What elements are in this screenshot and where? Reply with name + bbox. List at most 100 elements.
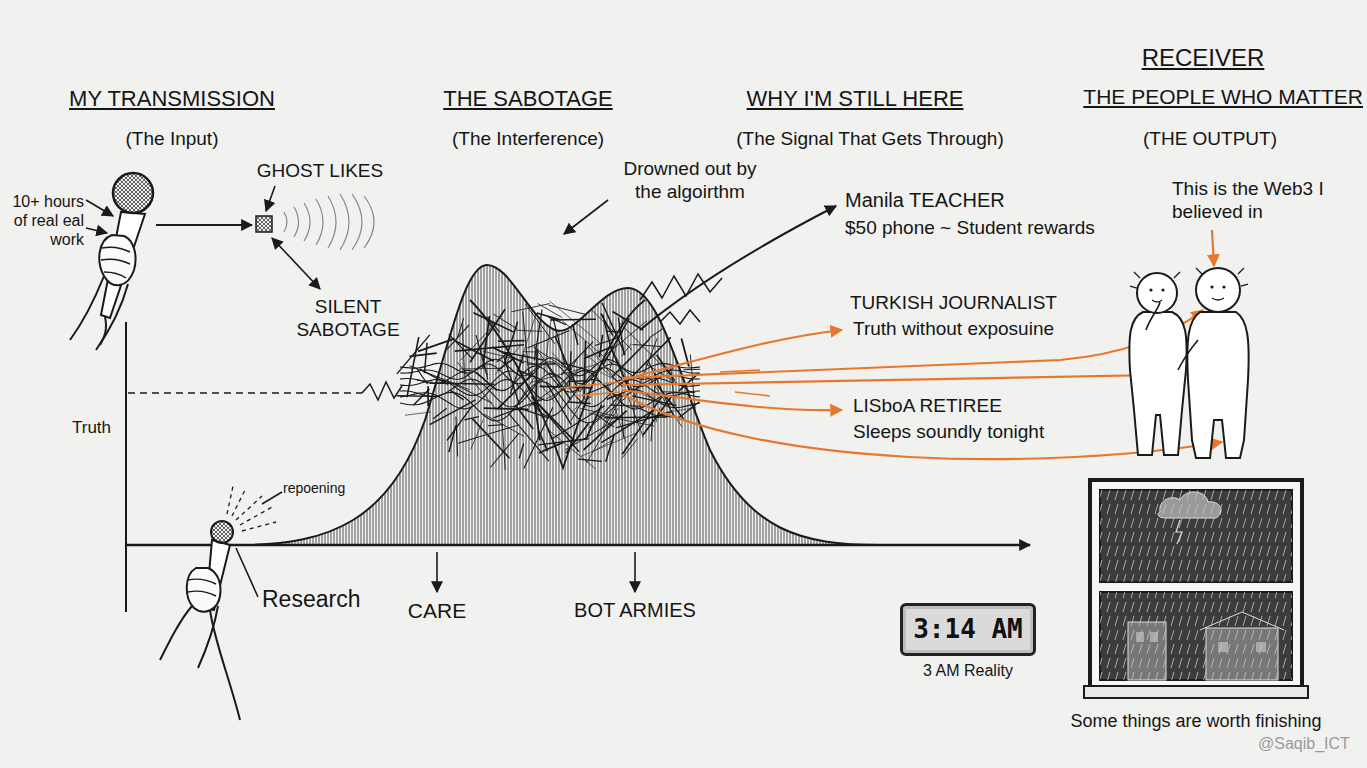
top-microphone: [113, 173, 153, 213]
noise-scribble: [633, 345, 662, 347]
noise-scribble: [613, 312, 644, 330]
bottom-microphone: [242, 522, 276, 531]
noise-scribble: [490, 433, 519, 467]
receiver-people: [1130, 268, 1248, 288]
noise-scribble: [599, 335, 602, 358]
noise-scribble: [464, 417, 479, 420]
bottom-microphone: [227, 486, 233, 514]
interference-curve: [240, 265, 880, 545]
noise-scribble: [509, 414, 549, 461]
leader-arrow: [86, 200, 113, 216]
recipient-detail: Truth without exposuine: [853, 318, 1054, 341]
noise-scribble: [461, 321, 498, 360]
recipient-detail: Sleeps soundly tonight: [853, 421, 1044, 444]
caption: Some things are worth finishing: [1070, 711, 1321, 733]
recipient-name: Manila TEACHER: [845, 188, 1005, 212]
bottom-microphone: [232, 488, 246, 516]
watermark: @Saqib_ICT: [1258, 734, 1350, 753]
noise-scribble: [539, 442, 563, 453]
noise-scribble: [462, 323, 465, 385]
leader-arrow: [564, 200, 608, 234]
noise-scribble: [578, 459, 602, 461]
receiver-people: [1196, 268, 1240, 312]
noise-scribble: [649, 328, 664, 338]
receiver-people: [1137, 273, 1177, 313]
noise-scribble: [400, 382, 700, 423]
noise-scribble: [447, 405, 473, 440]
noise-scribble: [397, 301, 701, 470]
signal-arrow: [560, 230, 1222, 459]
column-subheading: (The Input): [126, 128, 219, 151]
noise-scribble: [498, 340, 525, 342]
bottom-microphone: [187, 568, 221, 612]
noise-scribble: [410, 366, 470, 390]
ghost-signal: [256, 194, 374, 250]
rainy-window: [1100, 490, 1292, 582]
ghost-signal: [294, 207, 299, 237]
receiver-people: [1129, 312, 1186, 455]
ghost-signal: [340, 194, 349, 250]
noise-scribble: [602, 303, 625, 354]
noise-scribble: [488, 425, 504, 426]
signal-label: SILENT SABOTAGE: [292, 296, 404, 342]
leader-arrow: [86, 186, 836, 597]
receiver-people: [1161, 288, 1164, 291]
axis-label: BOT ARMIES: [574, 598, 696, 622]
noise-scribble: [458, 425, 518, 443]
noise-scribble: [430, 400, 476, 425]
rainy-window: [1100, 490, 1292, 582]
window-panel: Some things are worth finishing: [1070, 478, 1321, 733]
noise-scribble: [592, 310, 632, 350]
noise-scribble: [449, 334, 473, 359]
bottom-microphone: [210, 610, 240, 720]
leader-arrow: [640, 206, 836, 330]
leader-arrow: [266, 186, 275, 211]
noise-scribble: [414, 389, 430, 405]
column-heading: RECEIVER: [1142, 44, 1265, 73]
recipient-name: LISboA RETIREE: [853, 395, 1002, 418]
signal-arrow: [622, 390, 842, 410]
noise-scribble: [635, 406, 660, 417]
rainy-window: [1100, 592, 1292, 680]
ghost-signal: [328, 196, 336, 248]
column-heading: THE SABOTAGE: [443, 86, 613, 112]
noise-scribble: [549, 431, 595, 469]
noise-scribble: [474, 313, 514, 332]
leader-arrow: [262, 492, 282, 504]
column-subheading: (THE OUTPUT): [1143, 128, 1277, 151]
leader-arrow: [436, 552, 438, 592]
recipient-detail: $50 phone ~ Student rewards: [845, 217, 1095, 240]
noise-scribble: [525, 304, 554, 344]
ghost-signal: [364, 196, 374, 248]
recipient-name: TURKISH JOURNALIST: [850, 292, 1057, 315]
noise-scribble: [456, 341, 494, 361]
signal-label: GHOST LIKES: [257, 160, 383, 183]
noise-scribble: [572, 324, 578, 345]
noise-scribble: [460, 368, 502, 370]
top-microphone: [99, 235, 135, 285]
axis-label: CARE: [408, 598, 466, 623]
ghost-signal: [256, 216, 272, 232]
receiver-people: [1178, 340, 1198, 370]
axis-label: Research: [262, 586, 360, 614]
leader-arrow: [272, 238, 320, 289]
bottom-microphone: [160, 606, 218, 668]
bottom-microphone: [160, 486, 276, 720]
signal-arrow: [560, 370, 770, 396]
bottom-microphone: [188, 579, 216, 596]
leader-arrow: [236, 548, 258, 597]
interference-curve: [240, 265, 880, 545]
note-label: 10+ hours of real eal work: [4, 192, 84, 250]
quote-label: This is the Web3 I believed in: [1172, 178, 1347, 224]
noise-scribble: [424, 343, 427, 374]
receiver-people: [1146, 302, 1160, 330]
chart-axes: [128, 392, 362, 394]
caption: 3 AM Reality: [900, 661, 1036, 680]
noise-scribble: [517, 313, 536, 370]
ghost-signal: [284, 212, 287, 232]
noise-scribble: [595, 338, 617, 346]
noise-scribble: [405, 412, 431, 415]
noise-scribble: [519, 444, 524, 459]
top-microphone: [70, 276, 128, 350]
